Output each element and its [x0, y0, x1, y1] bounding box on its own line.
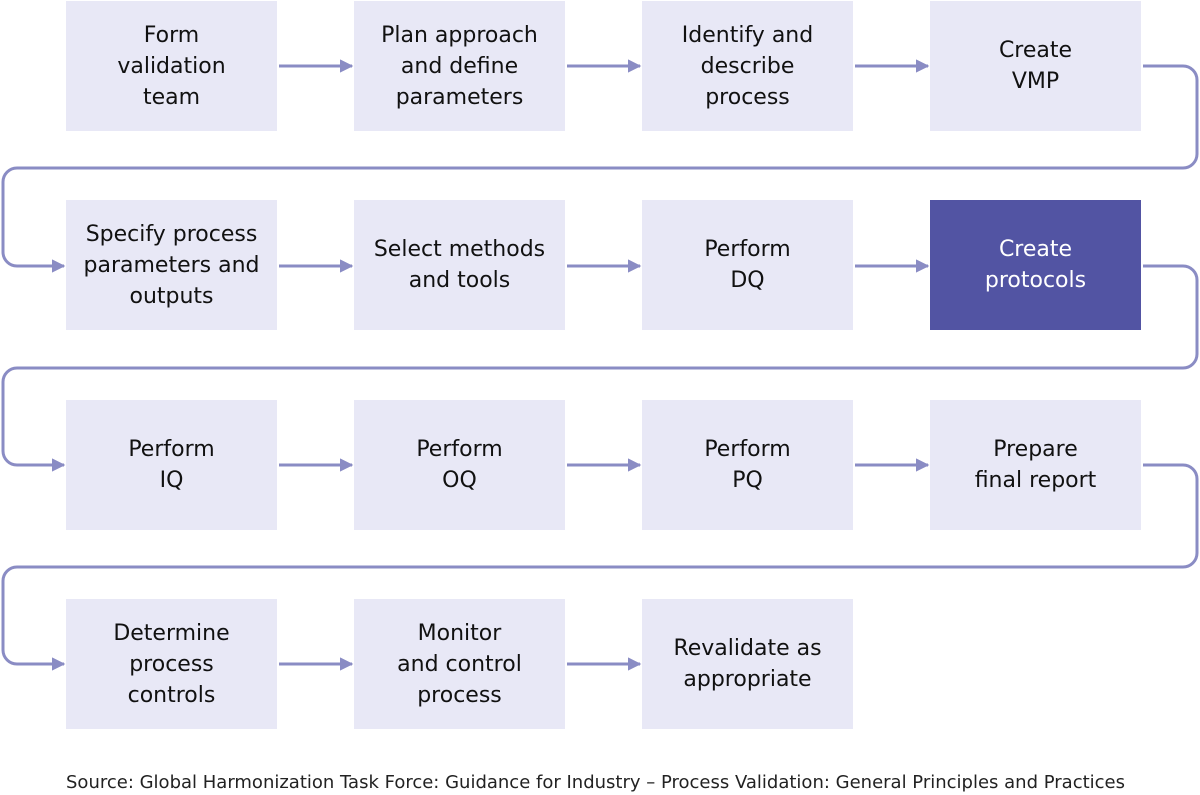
- step-label: Perform PQ: [704, 437, 791, 493]
- step-prepare-final-report: Prepare final report: [930, 400, 1141, 530]
- step-form-validation-team: Form validation team: [66, 1, 277, 131]
- step-identify-describe-process: Identify and describe process: [642, 1, 853, 131]
- step-label: Form validation team: [117, 22, 226, 110]
- step-perform-pq: Perform PQ: [642, 400, 853, 530]
- step-label: Select methods and tools: [373, 237, 546, 293]
- step-create-vmp: Create VMP: [930, 1, 1141, 131]
- step-revalidate: Revalidate as appropriate: [642, 599, 853, 729]
- step-specify-process-parameters: Specify process parameters and outputs: [66, 200, 277, 330]
- step-perform-oq: Perform OQ: [354, 400, 565, 530]
- arrow-step4-to-step5: [1, 64, 1199, 273]
- step-label: Specify process parameters and outputs: [83, 221, 260, 309]
- step-label: Plan approach and define parameters: [381, 22, 538, 110]
- step-label: Create VMP: [998, 38, 1073, 94]
- step-label: Determine process controls: [113, 620, 230, 708]
- step-label: Perform OQ: [416, 437, 503, 493]
- step-label: Prepare final report: [974, 437, 1097, 493]
- step-create-protocols: Create protocols: [930, 200, 1141, 330]
- step-perform-iq: Perform IQ: [66, 400, 277, 530]
- step-determine-process-controls: Determine process controls: [66, 599, 277, 729]
- source-caption: Source: Global Harmonization Task Force:…: [66, 772, 1125, 793]
- step-label: Identify and describe process: [681, 22, 814, 110]
- arrow-step8-to-step9: [1, 264, 1199, 472]
- step-label: Monitor and control process: [397, 620, 522, 708]
- step-monitor-control-process: Monitor and control process: [354, 599, 565, 729]
- step-plan-approach: Plan approach and define parameters: [354, 1, 565, 131]
- step-perform-dq: Perform DQ: [642, 200, 853, 330]
- arrow-step12-to-step13: [1, 463, 1199, 671]
- step-label: Perform IQ: [128, 437, 215, 493]
- step-label: Perform DQ: [704, 237, 791, 293]
- step-select-methods-tools: Select methods and tools: [354, 200, 565, 330]
- step-label: Revalidate as appropriate: [673, 636, 822, 692]
- step-label: Create protocols: [984, 237, 1087, 293]
